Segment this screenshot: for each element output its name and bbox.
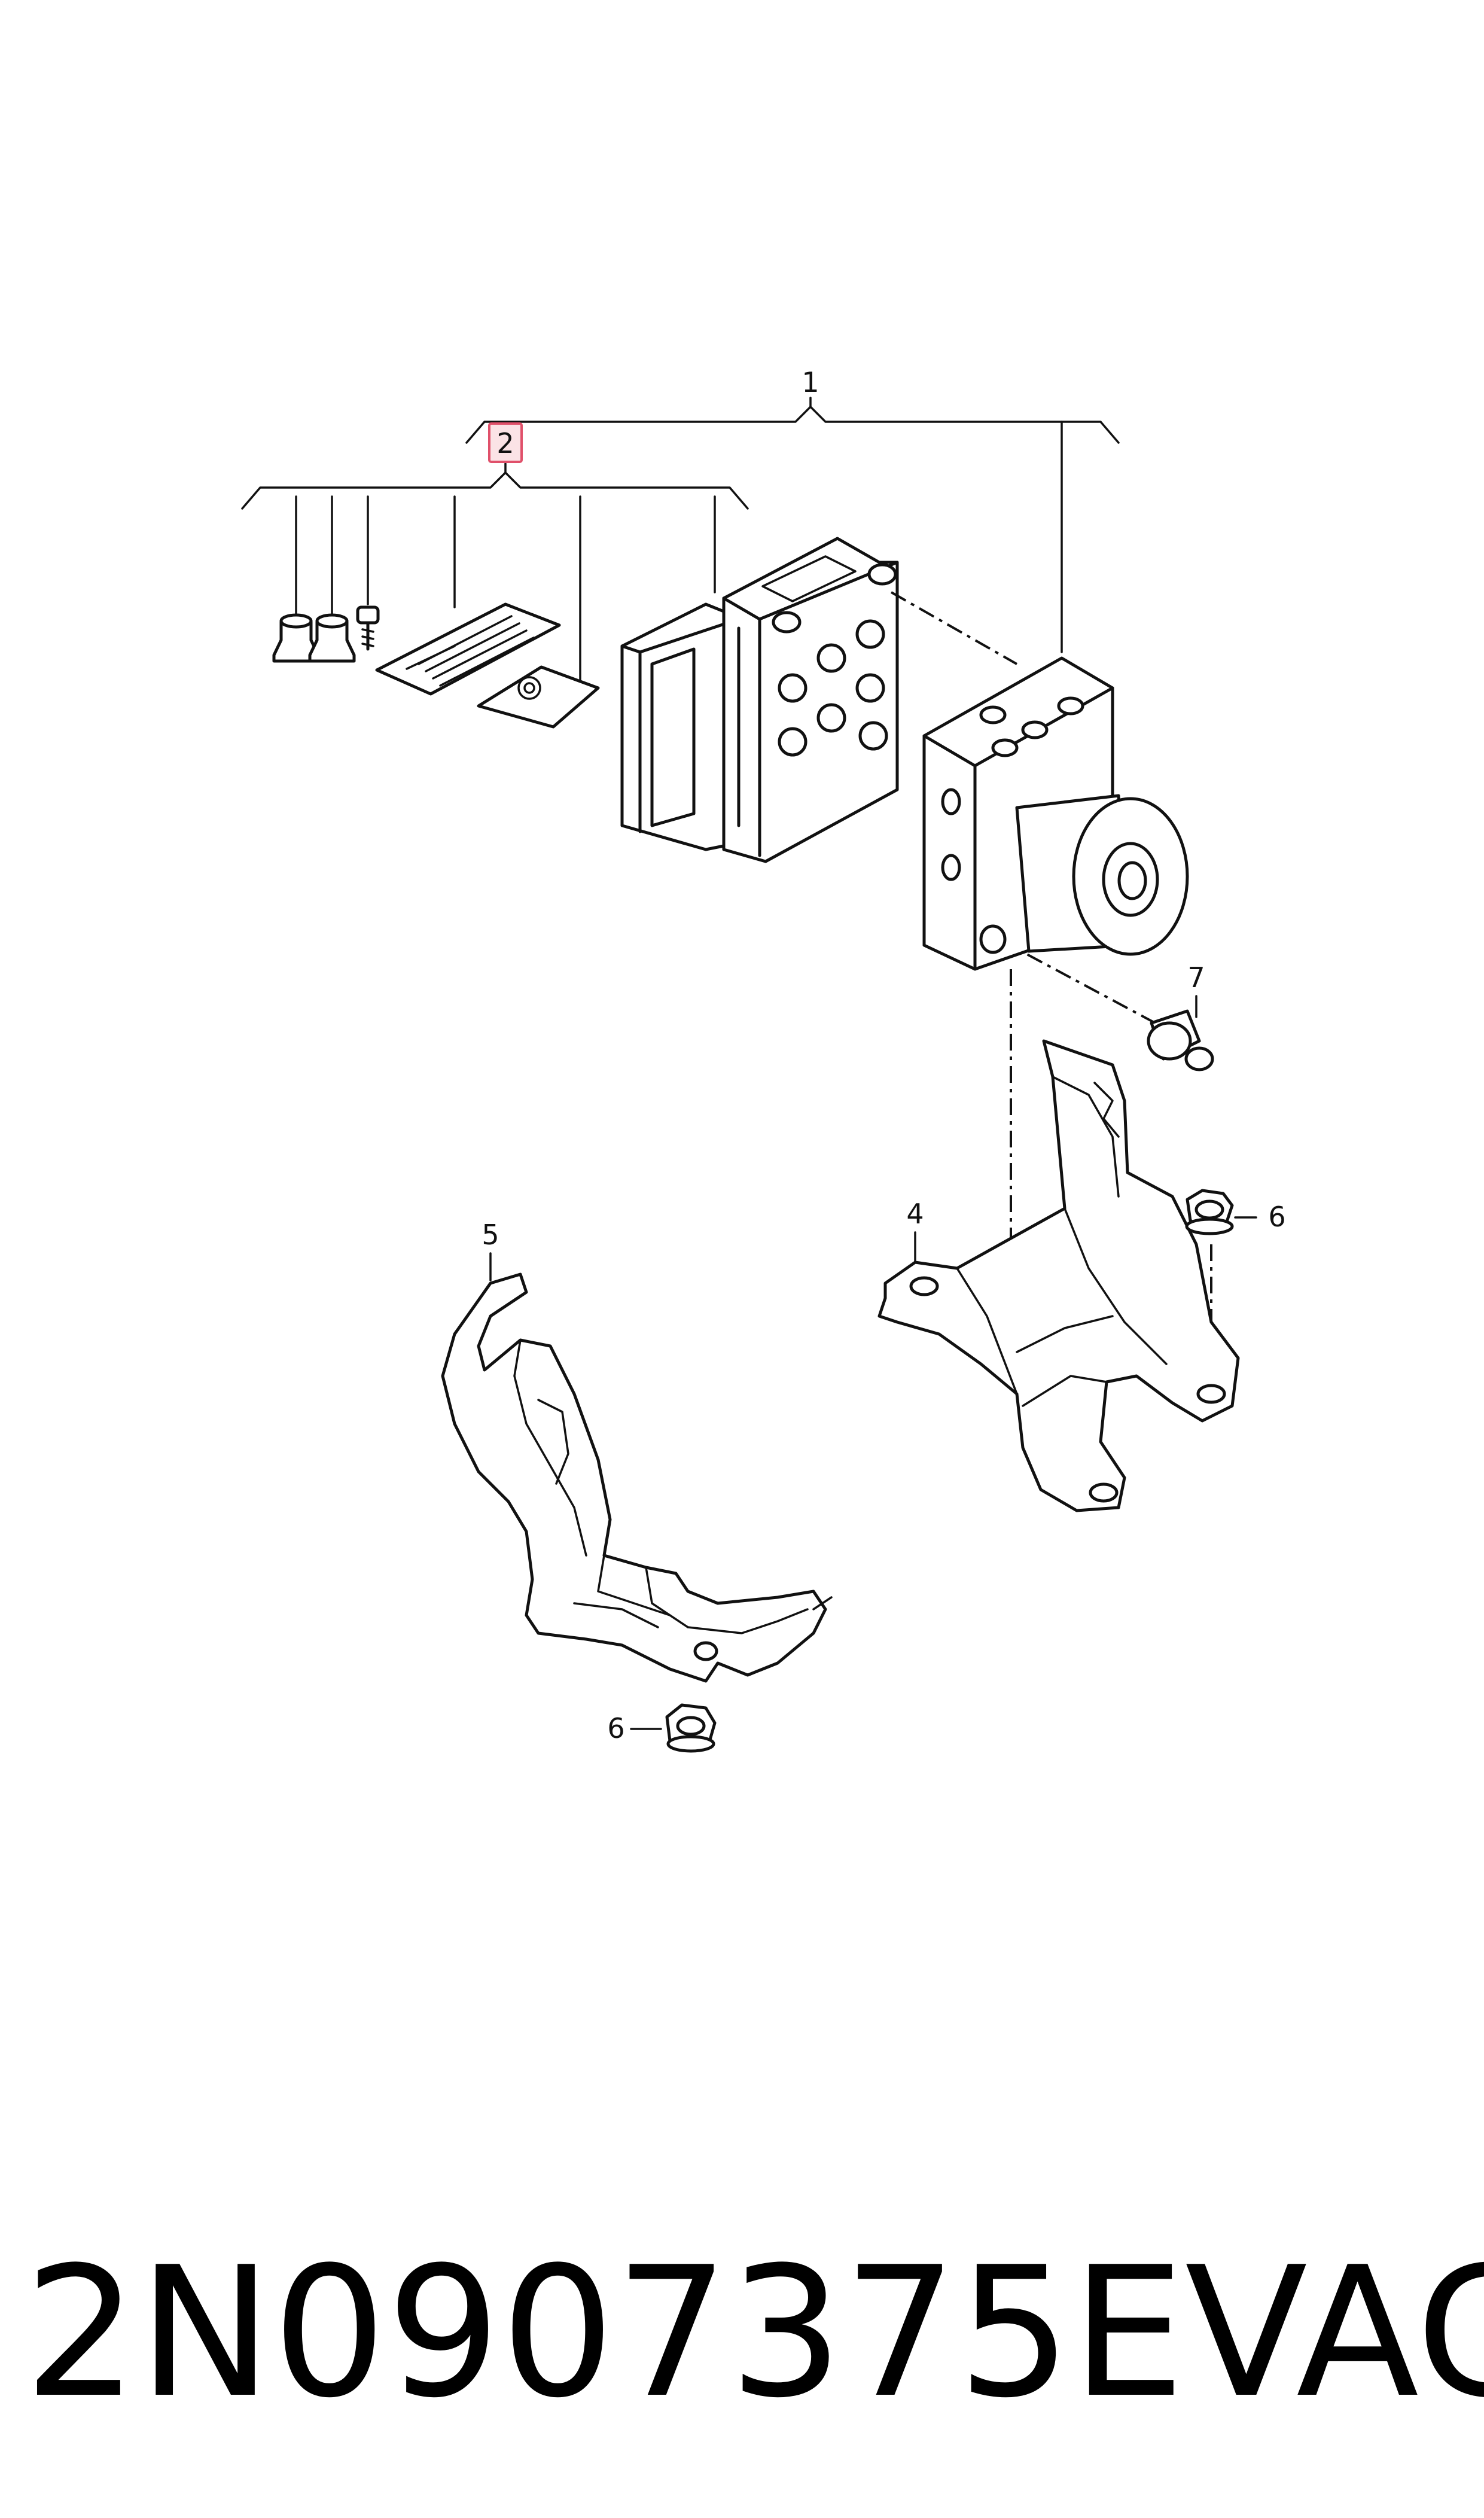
callout-1: 1 bbox=[802, 366, 819, 398]
callout-6-right: 6 bbox=[1268, 1201, 1285, 1233]
shield-bracket-5 bbox=[441, 1252, 833, 1683]
callout-bracket-2 bbox=[241, 462, 749, 689]
abs-control-unit bbox=[620, 537, 899, 863]
callout-2-highlight-box bbox=[488, 422, 523, 463]
screw-icon-2 bbox=[308, 613, 356, 663]
callout-4: 4 bbox=[906, 1198, 924, 1230]
hydraulic-unit bbox=[922, 656, 1189, 971]
callout-bracket-1 bbox=[465, 397, 1120, 653]
alignment-line-upper bbox=[891, 591, 1017, 665]
nut-icon-right bbox=[1185, 1189, 1257, 1235]
nut-icon-bottom bbox=[630, 1703, 717, 1753]
bracket-4 bbox=[877, 1039, 1240, 1512]
instruction-sheet-icon bbox=[375, 602, 561, 696]
part-number: 2N0907375E bbox=[24, 2228, 1185, 2437]
rubber-bushing-7 bbox=[1147, 995, 1214, 1071]
exploded-parts-diagram: 1 2 7 4 6 5 6 bbox=[241, 366, 1286, 1753]
brand-name: VAG bbox=[1184, 2228, 1484, 2437]
callout-2: 2 bbox=[496, 427, 514, 459]
part-caption: 2N0907375E VAG bbox=[24, 2213, 1484, 2453]
screw-icon-3 bbox=[356, 605, 380, 651]
callout-7: 7 bbox=[1187, 961, 1205, 994]
callout-5: 5 bbox=[482, 1219, 499, 1251]
label-sticker-icon bbox=[477, 665, 600, 729]
callout-6-bottom: 6 bbox=[607, 1712, 624, 1744]
